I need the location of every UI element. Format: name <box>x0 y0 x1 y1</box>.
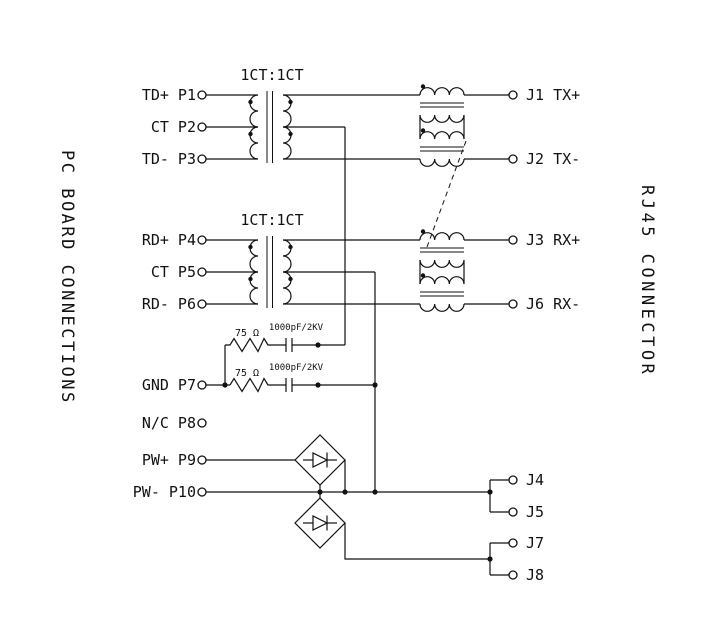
pin-label-j3: J3 RX+ <box>526 231 580 249</box>
transformer-1-primary-winding <box>249 94 259 160</box>
terminal-j3 <box>508 235 518 245</box>
pin-label-j8: J8 <box>526 566 544 584</box>
terminal-j8 <box>508 570 518 580</box>
pin-label-p8: N/C P8 <box>142 414 196 432</box>
terminal-j6 <box>508 299 518 309</box>
pin-label-p3: TD- P3 <box>142 150 196 168</box>
choke-tx-winding-1 <box>419 87 465 96</box>
pin-label-j5: J5 <box>526 503 544 521</box>
pin-label-p9: PW+ P9 <box>142 451 196 469</box>
pin-label-j6: J6 RX- <box>526 295 580 313</box>
pin-label-j4: J4 <box>526 471 544 489</box>
terminal-p10 <box>197 487 207 497</box>
terminal-j1 <box>508 90 518 100</box>
pin-label-p4: RD+ P4 <box>142 231 196 249</box>
left-title: PC BOARD CONNECTIONS <box>57 150 77 405</box>
terminal-p6 <box>197 299 207 309</box>
transformer-2-ratio-label: 1CT:1CT <box>240 211 303 229</box>
rc-branch-2 <box>229 377 375 393</box>
choke-tx-winding-4 <box>419 158 465 167</box>
diode-2 <box>312 515 329 531</box>
terminal-p4 <box>197 235 207 245</box>
right-title: RJ45 CONNECTOR <box>637 185 657 377</box>
pin-label-p1: TD+ P1 <box>142 86 196 104</box>
transformer-2-primary-winding <box>249 239 259 305</box>
choke-tx-winding-2 <box>419 114 465 123</box>
terminal-j2 <box>508 154 518 164</box>
terminal-p2 <box>197 122 207 132</box>
choke-tx-winding-3 <box>419 131 465 140</box>
right-pin-terminals <box>508 90 518 580</box>
pin-label-j1: J1 TX+ <box>526 86 580 104</box>
choke-rx-winding-2 <box>419 259 465 268</box>
pin-label-p6: RD- P6 <box>142 295 196 313</box>
pin-label-j2: J2 TX- <box>526 150 580 168</box>
core-coupling-dashed-line <box>426 140 467 248</box>
terminal-p5 <box>197 267 207 277</box>
capacitor-2-label: 1000pF/2KV <box>269 363 324 373</box>
pin-label-p10: PW- P10 <box>133 483 196 501</box>
pin-label-p7: GND P7 <box>142 376 196 394</box>
terminal-j5 <box>508 507 518 517</box>
resistor-1-label: 75 Ω <box>235 328 259 339</box>
terminal-j7 <box>508 538 518 548</box>
choke-rx-winding-4 <box>419 303 465 312</box>
capacitor-1-label: 1000pF/2KV <box>269 323 324 333</box>
pin-label-p2: CT P2 <box>151 118 196 136</box>
left-pin-terminals <box>197 90 207 497</box>
resistor-1 <box>225 337 286 353</box>
terminal-p9 <box>197 455 207 465</box>
schematic-wires <box>206 94 490 493</box>
pin-label-p5: CT P5 <box>151 263 196 281</box>
rj45-shield-wires <box>489 479 509 576</box>
diode-1 <box>312 452 329 468</box>
transformer-2-secondary-wires <box>283 239 420 305</box>
choke-rx-winding-3 <box>419 276 465 285</box>
terminal-p8 <box>197 418 207 428</box>
choke-rx <box>419 229 509 312</box>
terminal-p1 <box>197 90 207 100</box>
resistor-2 <box>229 377 286 393</box>
junction-dots <box>222 342 493 562</box>
terminal-p3 <box>197 154 207 164</box>
pin-label-j7: J7 <box>526 534 544 552</box>
choke-tx <box>419 84 509 167</box>
left-pin-labels: TD+ P1 CT P2 TD- P3 RD+ P4 CT P5 RD- P6 … <box>133 86 196 501</box>
terminal-j4 <box>508 475 518 485</box>
right-pin-labels: J1 TX+ J2 TX- J3 RX+ J6 RX- J4 J5 J7 J8 <box>526 86 580 584</box>
transformer-1-ratio-label: 1CT:1CT <box>240 66 303 84</box>
terminal-p7 <box>197 380 207 390</box>
resistor-2-label: 75 Ω <box>235 368 259 379</box>
choke-rx-winding-1 <box>419 232 465 241</box>
transformer-1-secondary-wires <box>283 94 420 160</box>
